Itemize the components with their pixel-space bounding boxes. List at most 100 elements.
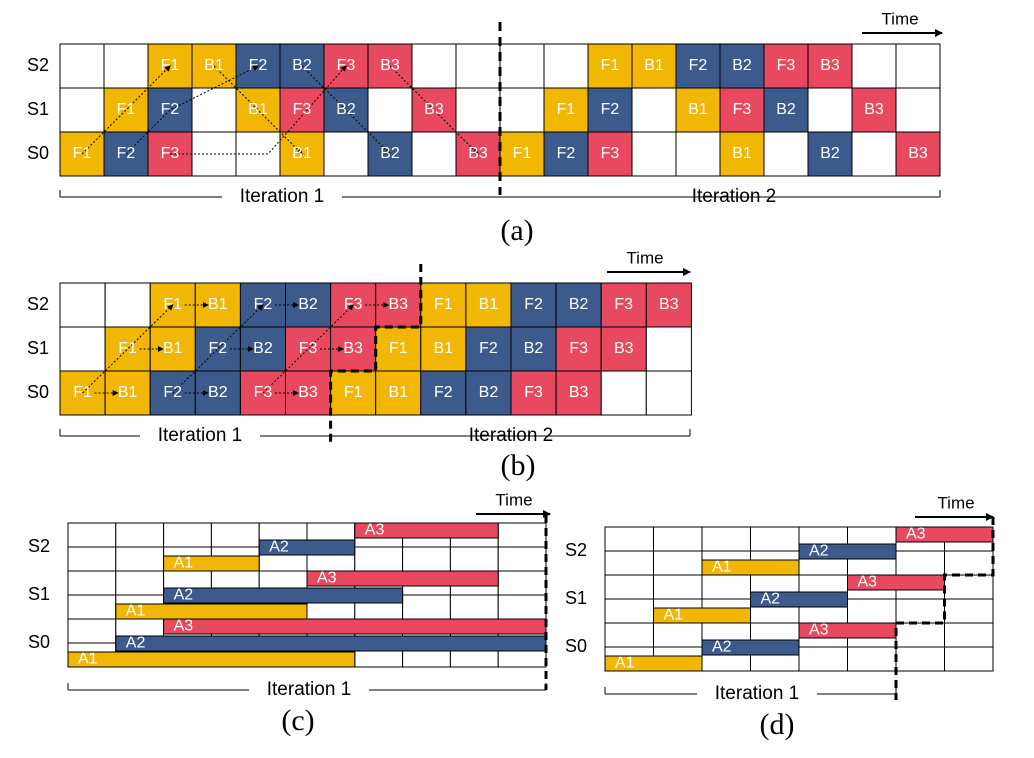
activity-bar — [163, 587, 404, 604]
empty-cell — [115, 546, 165, 572]
stage-label: S0 — [28, 632, 50, 652]
task-label: B1 — [204, 57, 224, 74]
task-cell — [555, 326, 602, 372]
task-cell — [719, 43, 765, 89]
task-cell — [194, 370, 241, 416]
task-label: B2 — [569, 296, 589, 313]
empty-cell — [411, 131, 457, 177]
task-label: B1 — [434, 340, 454, 357]
stage-label: S1 — [28, 584, 50, 604]
task-label: B1 — [479, 296, 499, 313]
activity-label: A2 — [809, 543, 829, 560]
empty-cell — [604, 574, 654, 600]
empty-cell — [847, 598, 897, 624]
task-label: F3 — [337, 57, 356, 74]
task-cell — [543, 131, 589, 177]
empty-cell — [499, 87, 545, 133]
task-label: B1 — [118, 384, 138, 401]
task-label: F3 — [161, 145, 180, 162]
task-label: F3 — [293, 101, 312, 118]
empty-cell — [449, 546, 499, 572]
empty-cell — [944, 646, 994, 672]
dependency-arrow — [389, 65, 479, 155]
task-label: B3 — [424, 101, 444, 118]
dependency-arrow — [213, 65, 303, 155]
empty-cell — [653, 574, 703, 600]
activity-label: A2 — [761, 591, 781, 608]
task-label: B3 — [343, 340, 363, 357]
empty-cell — [701, 574, 751, 600]
task-cell — [465, 282, 512, 328]
task-cell — [543, 87, 589, 133]
activity-bar — [67, 651, 356, 668]
caption-b: (b) — [501, 449, 536, 482]
dependency-arrow — [301, 65, 391, 155]
activity-bar — [354, 522, 499, 539]
task-label: B3 — [659, 296, 679, 313]
task-cell — [895, 131, 941, 177]
empty-cell — [847, 646, 897, 672]
activity-label: A2 — [269, 539, 289, 556]
empty-cell — [497, 546, 547, 572]
task-label: B2 — [732, 57, 752, 74]
task-label: B3 — [388, 296, 408, 313]
empty-cell — [67, 522, 117, 548]
task-label: B2 — [479, 384, 499, 401]
task-label: B2 — [380, 145, 400, 162]
task-cell — [763, 87, 809, 133]
empty-cell — [645, 326, 692, 372]
stage-label: S1 — [565, 588, 587, 608]
empty-cell — [449, 594, 499, 620]
task-label: B3 — [569, 384, 589, 401]
empty-cell — [631, 87, 677, 133]
caption-d: (d) — [760, 708, 795, 741]
empty-cell — [497, 522, 547, 548]
task-label: B3 — [614, 340, 634, 357]
task-cell — [719, 87, 765, 133]
empty-cell — [402, 594, 451, 620]
task-cell — [510, 370, 557, 416]
task-label: B2 — [820, 145, 840, 162]
empty-cell — [543, 43, 589, 89]
task-label: F1 — [73, 145, 92, 162]
task-label: B2 — [524, 340, 544, 357]
empty-cell — [604, 526, 654, 552]
time-label: Time — [881, 9, 918, 28]
activity-label: A3 — [317, 570, 337, 587]
empty-cell — [323, 131, 369, 177]
caption-c: (c) — [281, 704, 314, 737]
activity-bar — [701, 559, 800, 576]
activity-bar — [163, 618, 547, 635]
empty-cell — [497, 594, 547, 620]
task-label: B2 — [776, 101, 796, 118]
empty-cell — [798, 646, 848, 672]
empty-cell — [895, 43, 941, 89]
empty-cell — [59, 326, 106, 372]
activity-bar — [750, 591, 848, 608]
activity-bar — [163, 555, 260, 572]
empty-cell — [675, 131, 721, 177]
task-label: F2 — [161, 101, 180, 118]
task-label: F1 — [73, 384, 92, 401]
empty-cell — [67, 594, 117, 620]
time-label: Time — [937, 493, 974, 512]
empty-cell — [411, 43, 457, 89]
task-label: B3 — [298, 384, 318, 401]
task-cell — [600, 282, 647, 328]
task-label: F1 — [344, 384, 363, 401]
task-label: F1 — [601, 57, 620, 74]
activity-label: A3 — [858, 574, 878, 591]
stage-label: S0 — [27, 382, 49, 402]
caption-a: (a) — [500, 214, 533, 247]
task-label: B1 — [248, 101, 268, 118]
task-cell — [104, 370, 151, 416]
empty-cell — [895, 622, 945, 648]
task-cell — [555, 370, 602, 416]
empty-cell — [115, 522, 165, 548]
stage-label: S2 — [565, 540, 587, 560]
empty-cell — [210, 522, 260, 548]
dependency-arrow — [125, 65, 259, 155]
time-label: Time — [495, 490, 532, 509]
task-cell — [587, 87, 633, 133]
task-cell — [555, 282, 602, 328]
